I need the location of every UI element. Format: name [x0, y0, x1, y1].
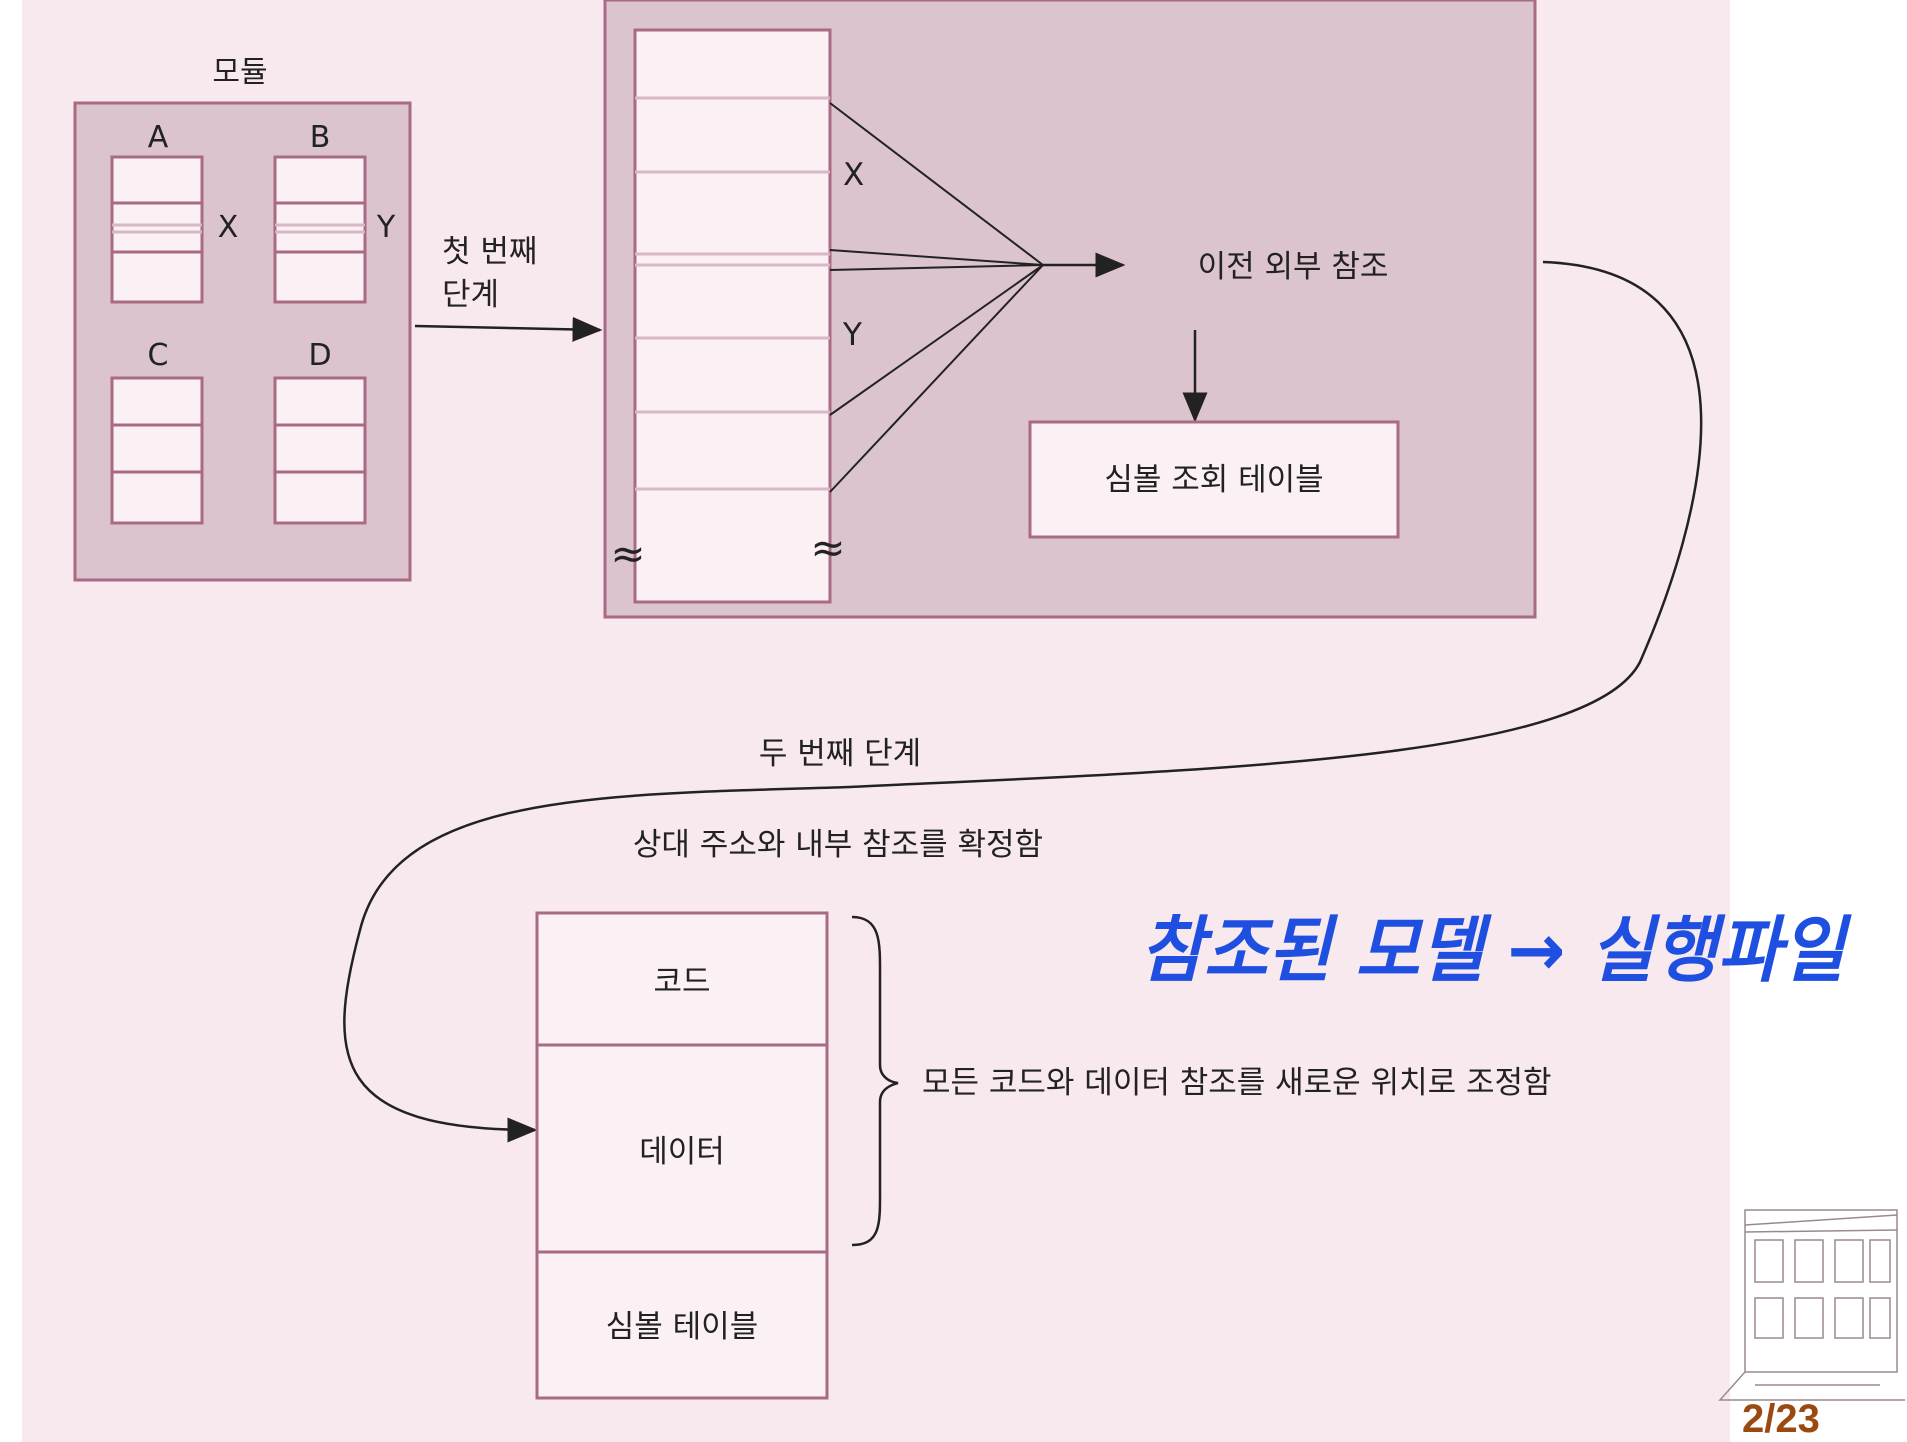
second-stage-description: 상대 주소와 내부 참조를 확정함 — [633, 827, 1043, 863]
reference-table — [633, 28, 832, 604]
module-d-block — [273, 376, 367, 525]
first-stage-label-line2: 단계 — [442, 277, 499, 313]
second-stage-curve-arrow — [343, 260, 1703, 1143]
output-box — [535, 911, 829, 1400]
break-mark-left: ≈ — [610, 529, 645, 578]
symbol-lookup-table-label: 심볼 조회 테이블 — [1104, 462, 1323, 498]
segment-data: 데이터 — [639, 1134, 725, 1170]
module-group: 모듈 A X B Y C — [73, 55, 412, 582]
module-a-block — [110, 155, 204, 304]
module-label-d: D — [308, 338, 331, 373]
break-mark-right: ≈ — [810, 523, 845, 572]
module-title: 모듈 — [212, 55, 267, 90]
symbol-lookup-table-box — [1028, 420, 1400, 539]
module-ref-y: Y — [376, 210, 396, 245]
output-group: 코드 데이터 심볼 테이블 모든 코드와 데이터 참조를 새로운 위치로 조정함 — [535, 911, 1552, 1400]
reference-fan-lines — [829, 102, 1044, 493]
stage1-group: ≈ ≈ X Y 이전 외부 참조 심볼 조회 테이블 — [603, 0, 1537, 619]
segment-symbol-table: 심볼 테이블 — [606, 1309, 758, 1345]
building-sketch-image — [1718, 1209, 1905, 1401]
segment-code: 코드 — [653, 964, 710, 1000]
first-stage-label-line1: 첫 번째 — [442, 234, 537, 270]
module-ref-x: X — [218, 210, 239, 245]
prev-external-ref-label: 이전 외부 참조 — [1198, 249, 1389, 285]
module-label-a: A — [148, 120, 169, 155]
first-stage-arrow — [414, 316, 603, 342]
handwritten-annotation: 참조된 모델 → 실행파일 — [1140, 908, 1852, 992]
module-c-block — [110, 376, 204, 525]
output-note: 모든 코드와 데이터 참조를 새로운 위치로 조정함 — [922, 1065, 1552, 1101]
module-label-c: C — [148, 338, 169, 373]
second-stage-label: 두 번째 단계 — [759, 736, 921, 772]
table-ref-x: X — [843, 157, 864, 193]
module-b-block — [273, 155, 367, 304]
page-number: 2/23 — [1742, 1397, 1820, 1441]
module-label-b: B — [310, 120, 331, 155]
table-ref-y: Y — [842, 317, 862, 353]
curly-brace — [851, 915, 899, 1247]
